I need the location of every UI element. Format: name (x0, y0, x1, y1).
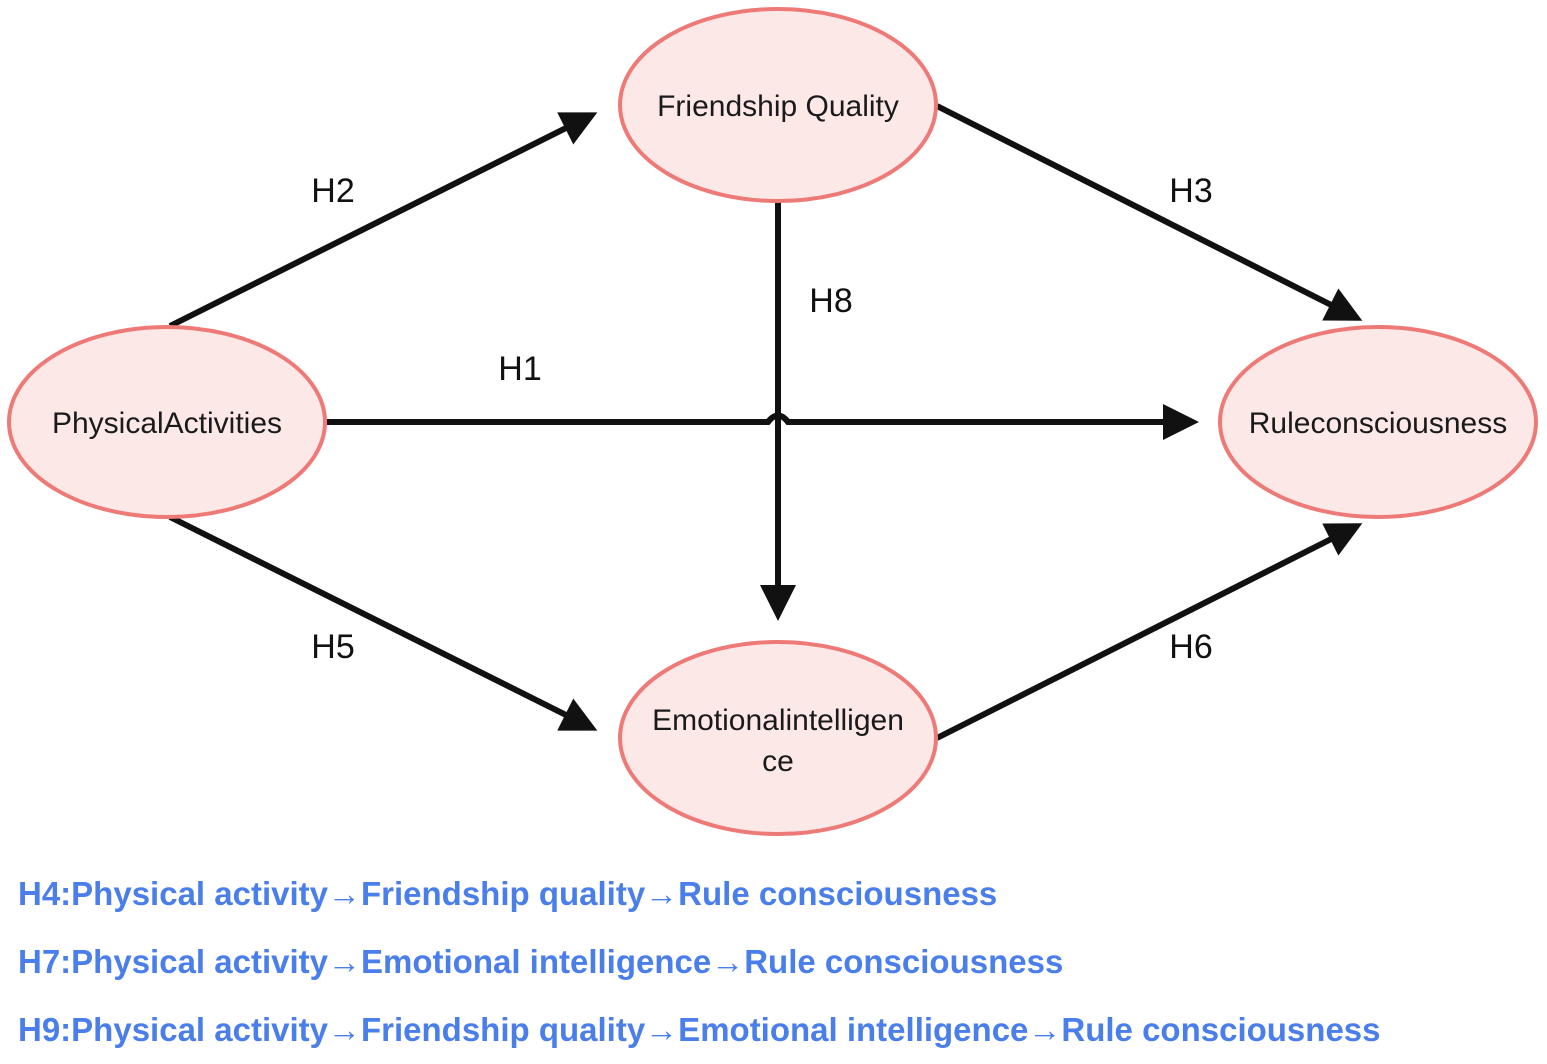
edge-label-h8: H8 (809, 282, 852, 320)
legend-h9: H9:Physical activity→Friendship quality→… (18, 1011, 1381, 1048)
node-label-emotional-intelligence-line2: ce (762, 745, 794, 778)
edge-label-h2: H2 (311, 172, 354, 210)
edge-label-h3: H3 (1169, 172, 1212, 210)
edge-h2 (168, 112, 598, 329)
legend-h7: H7:Physical activity→Emotional intellige… (18, 943, 1064, 980)
edge-h3 (935, 103, 1363, 321)
node-friendship-quality: Friendship Quality (618, 7, 938, 203)
hypothesis-legend: H4:Physical activity→Friendship quality→… (18, 860, 1538, 1064)
node-physical-activities: PhysicalActivities (7, 325, 327, 519)
legend-h4: H4:Physical activity→Friendship quality→… (18, 875, 998, 912)
hypothesis-diagram: H2 H3 H8 H1 H5 H6 Friendship Quality Phy… (7, 7, 1538, 836)
node-label-emotional-intelligence-line1: Emotionalintelligen (652, 704, 904, 737)
node-label-physical-activities: PhysicalActivities (52, 407, 282, 440)
node-emotional-intelligence: Emotionalintelligen ce (618, 640, 938, 836)
edge-label-h6: H6 (1169, 628, 1212, 666)
edge-h1 (327, 404, 1199, 440)
edge-h6 (935, 523, 1363, 741)
node-label-rule-consciousness: Ruleconsciousness (1249, 407, 1507, 440)
edge-h5 (168, 514, 598, 731)
node-label-friendship-quality: Friendship Quality (657, 90, 899, 123)
node-rule-consciousness: Ruleconsciousness (1218, 325, 1538, 519)
edge-label-h1: H1 (498, 350, 541, 388)
edge-label-h5: H5 (311, 628, 354, 666)
